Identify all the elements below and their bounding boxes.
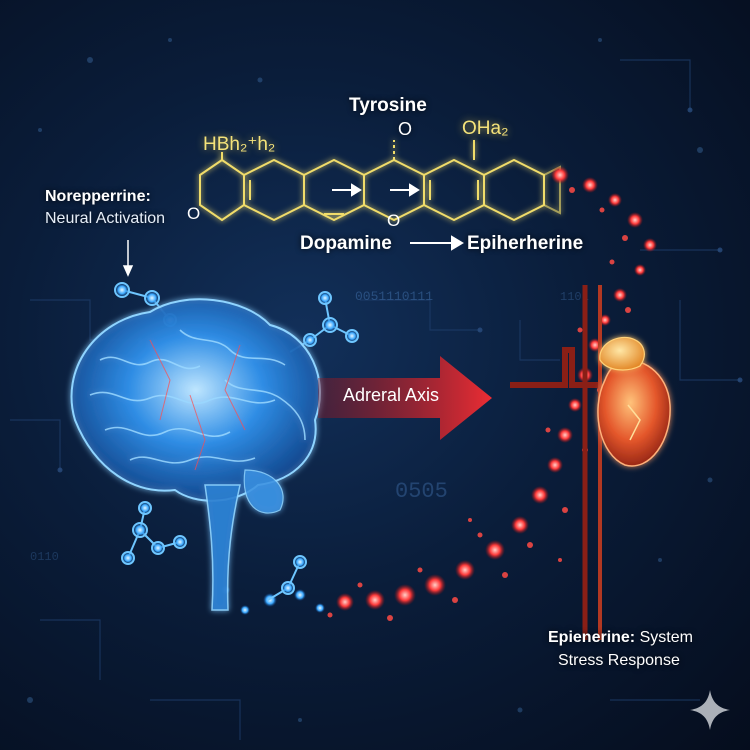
formula-left: HBh₂⁺h₂ <box>203 134 276 155</box>
norepinephrine-label: Norepperrine: Neural Activation <box>45 186 165 230</box>
kidney-illustration <box>510 285 671 640</box>
adrenal-axis-arrow <box>318 356 492 440</box>
epinephrine-note-role-1: System <box>639 629 693 646</box>
molecule-bottom-left <box>121 501 187 565</box>
bg-digits-3: 1101 <box>560 290 589 304</box>
dopamine-label: Dopamine <box>300 233 392 254</box>
neural-particles <box>220 585 325 615</box>
norepinephrine-name: Norepperrine: <box>45 188 151 205</box>
brain-illustration <box>70 298 321 611</box>
epinephrine-note-role-2: Stress Response <box>558 652 680 669</box>
bg-digits-4: 0110 <box>30 550 59 564</box>
chemical-structure <box>199 140 561 222</box>
epinephrine-label: Epiherherine <box>467 233 584 254</box>
molecule-bottom <box>267 555 307 601</box>
ring-atom-o-top: O <box>398 119 413 139</box>
formula-right: OHa₂ <box>462 118 509 139</box>
adrenal-axis-label: Adreral Axis <box>343 385 440 405</box>
norepinephrine-pointer <box>122 240 134 277</box>
sparkle-icon-shape <box>690 690 730 730</box>
title-tyrosine: Tyrosine <box>349 95 427 116</box>
bg-digits-1: 0051110111 <box>355 289 433 304</box>
ring-atom-o-bottom: O <box>387 211 400 230</box>
epinephrine-note: Epienerine: System Stress Response <box>548 626 693 672</box>
ring-arrows <box>332 183 420 197</box>
epinephrine-note-name: Epienerine: <box>548 629 636 646</box>
bg-digits-2: 0505 <box>395 479 448 504</box>
ring-atom-o-left: O <box>187 204 200 223</box>
dopamine-to-epinephrine-arrow <box>410 235 464 251</box>
norepinephrine-role: Neural Activation <box>45 210 166 227</box>
